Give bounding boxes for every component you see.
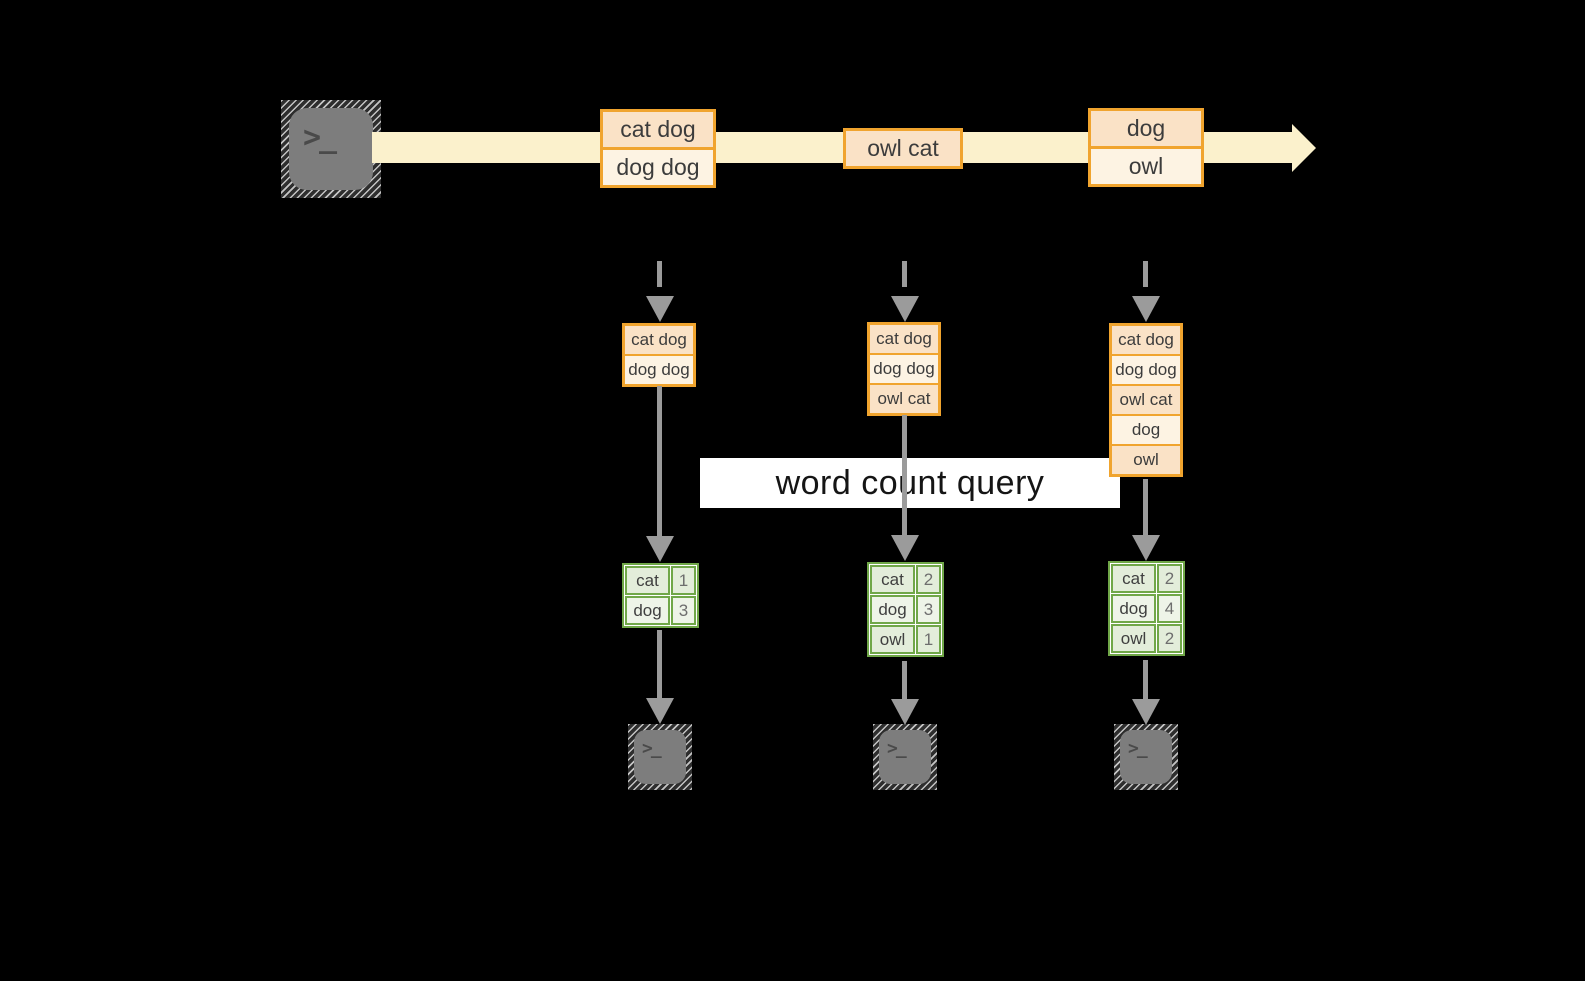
count-word: owl <box>1111 624 1156 653</box>
stream-arrowhead <box>1292 124 1316 172</box>
buffer-item: cat dog <box>870 325 938 353</box>
output-terminal-icon-3: >_ <box>1114 724 1178 790</box>
count-value: 3 <box>916 595 941 624</box>
buffer-item: dog dog <box>870 355 938 383</box>
connector-line <box>657 630 662 698</box>
count-word: owl <box>870 625 915 654</box>
event-line: dog <box>1091 111 1201 146</box>
connector-arrow-head <box>891 535 919 561</box>
query-label: word count query <box>700 458 1120 508</box>
count-word: dog <box>870 595 915 624</box>
count-value: 2 <box>1157 564 1182 593</box>
source-terminal-icon: >_ <box>281 100 381 198</box>
dashed-arrow-line-1 <box>657 261 662 287</box>
count-word: cat <box>870 565 915 594</box>
terminal-icon: >_ <box>289 108 373 190</box>
count-value: 2 <box>1157 624 1182 653</box>
count-word: dog <box>1111 594 1156 623</box>
event-line: owl cat <box>846 131 960 166</box>
buffer-box-2: cat dog dog dog owl cat <box>867 322 941 416</box>
count-value: 1 <box>671 566 696 595</box>
buffer-item: dog dog <box>625 356 693 384</box>
connector-arrow-head <box>1132 535 1160 561</box>
dashed-arrow-line-2 <box>902 261 907 287</box>
event-line: cat dog <box>603 112 713 147</box>
stream-event-3: dog owl <box>1088 108 1204 187</box>
dashed-arrow-head-1 <box>646 296 674 322</box>
count-word: cat <box>625 566 670 595</box>
count-value: 2 <box>916 565 941 594</box>
connector-arrow-head <box>891 699 919 725</box>
count-word: dog <box>625 596 670 625</box>
buffer-item: dog dog <box>1112 356 1180 384</box>
terminal-prompt-glyph: >_ <box>887 738 907 759</box>
event-line: dog dog <box>603 150 713 185</box>
connector-arrow-head <box>646 536 674 562</box>
buffer-item: cat dog <box>1112 326 1180 354</box>
count-value: 4 <box>1157 594 1182 623</box>
buffer-item: owl <box>1112 446 1180 474</box>
buffer-box-1: cat dog dog dog <box>622 323 696 387</box>
stream-event-1: cat dog dog dog <box>600 109 716 188</box>
count-value: 1 <box>916 625 941 654</box>
count-table-3: cat 2 dog 4 owl 2 <box>1108 561 1185 656</box>
terminal-prompt-glyph: >_ <box>1128 738 1148 759</box>
connector-arrow-head <box>646 698 674 724</box>
buffer-item: dog <box>1112 416 1180 444</box>
connector-line <box>902 661 907 699</box>
count-table-1: cat 1 dog 3 <box>622 563 699 628</box>
connector-line <box>902 415 907 535</box>
output-terminal-icon-2: >_ <box>873 724 937 790</box>
dashed-arrow-head-2 <box>891 296 919 322</box>
terminal-prompt-glyph: >_ <box>642 738 662 759</box>
count-table-2: cat 2 dog 3 owl 1 <box>867 562 944 657</box>
terminal-icon: >_ <box>1120 730 1172 784</box>
terminal-icon: >_ <box>879 730 931 784</box>
count-word: cat <box>1111 564 1156 593</box>
buffer-item: owl cat <box>1112 386 1180 414</box>
connector-line <box>657 386 662 536</box>
dashed-arrow-head-3 <box>1132 296 1160 322</box>
count-value: 3 <box>671 596 696 625</box>
event-line: owl <box>1091 149 1201 184</box>
buffer-item: owl cat <box>870 385 938 413</box>
terminal-prompt-glyph: >_ <box>303 120 337 155</box>
buffer-box-3: cat dog dog dog owl cat dog owl <box>1109 323 1183 477</box>
stream-event-2: owl cat <box>843 128 963 169</box>
connector-line <box>1143 479 1148 535</box>
buffer-item: cat dog <box>625 326 693 354</box>
output-terminal-icon-1: >_ <box>628 724 692 790</box>
terminal-icon: >_ <box>634 730 686 784</box>
dashed-arrow-line-3 <box>1143 261 1148 287</box>
connector-arrow-head <box>1132 699 1160 725</box>
connector-line <box>1143 660 1148 699</box>
